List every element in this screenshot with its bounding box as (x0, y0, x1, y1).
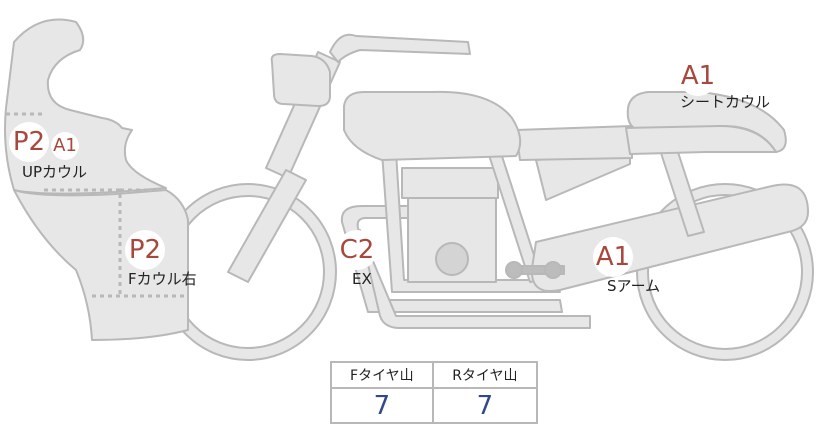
front-fork-lower (227, 169, 307, 283)
seat-cowl-grade-badge: A1 (678, 56, 718, 96)
handlebar (329, 33, 471, 63)
engine-top (401, 167, 499, 199)
upcowl-grade-badge: P2 (9, 122, 49, 162)
front-tire-tread-header: Fタイヤ山 (330, 361, 434, 389)
headlight (270, 53, 331, 107)
seat-cowl-tail (625, 125, 777, 155)
seat-cowl-label: シートカウル (680, 93, 771, 111)
side-cover (515, 125, 633, 161)
fuel-tank (343, 90, 522, 161)
tire-tread-header-row: Fタイヤ山 Rタイヤ山 (330, 361, 539, 389)
rear-tire-tread-value: 7 (431, 387, 539, 424)
front-wheel (159, 183, 337, 361)
engine-cover (435, 242, 469, 276)
fcowl-right-grade-badge: P2 (125, 230, 165, 270)
swingarm-label: Sアーム (607, 277, 661, 295)
swing-arm (530, 183, 809, 292)
fcowl-right-label: Fカウル右 (128, 270, 197, 288)
swingarm-grade-badge: A1 (593, 237, 633, 277)
upcowl-sub-grade-badge: A1 (51, 132, 79, 160)
exhaust-grade-badge: C2 (337, 230, 377, 270)
upcowl-label: UPカウル (22, 163, 88, 181)
tire-tread-value-row: 7 7 (330, 387, 539, 424)
tire-tread-table: Fタイヤ山 Rタイヤ山 7 7 (330, 361, 539, 424)
front-tire-tread-value: 7 (330, 387, 434, 424)
exhaust-label: EX (352, 270, 372, 288)
lower-cowl (13, 189, 189, 341)
exhaust-pipe-lower (359, 229, 591, 329)
rear-tire-tread-header: Rタイヤ山 (431, 361, 539, 389)
